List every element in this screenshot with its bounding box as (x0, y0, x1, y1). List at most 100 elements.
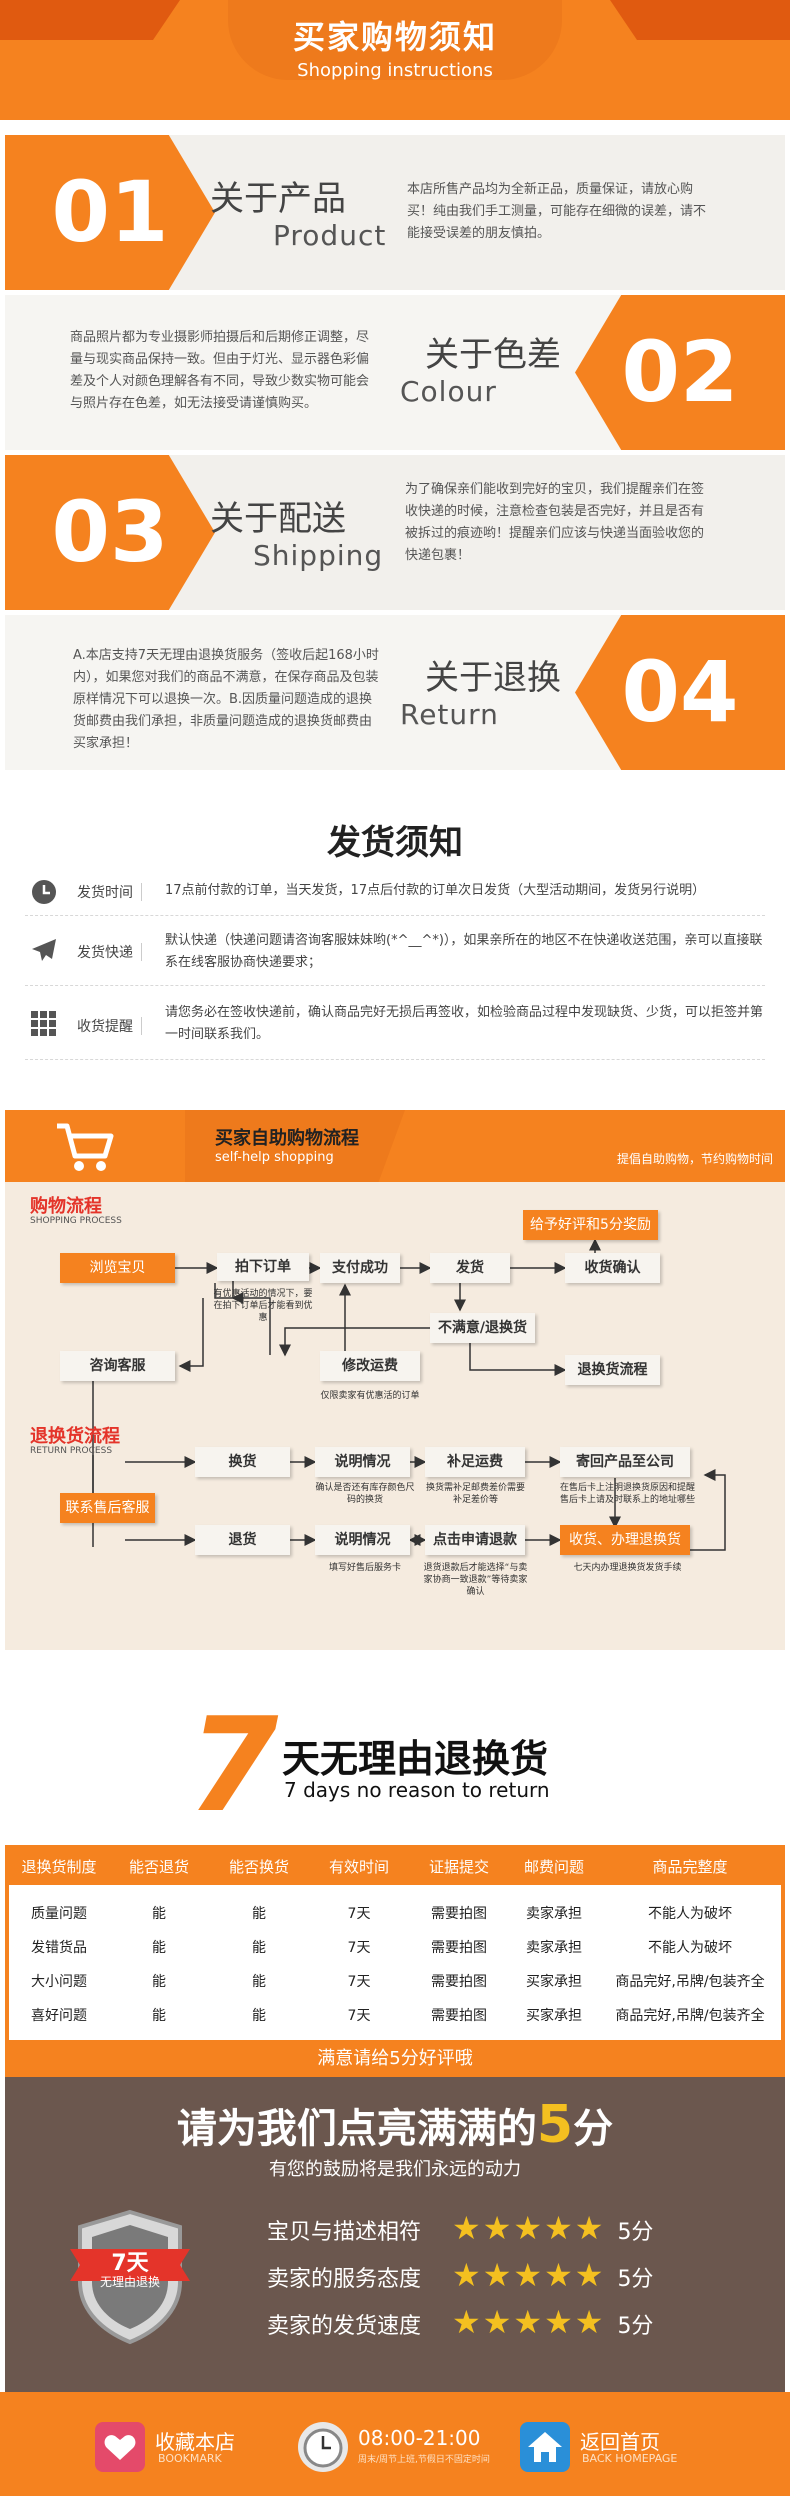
table-cell: 7天 (347, 1906, 371, 1922)
home-icon (528, 2432, 562, 2462)
table-cell: 需要拍图 (431, 1940, 487, 1956)
section-number: 03 (5, 455, 215, 610)
table-cell: 不能人为破坏 (648, 1940, 732, 1956)
star-icon: ★ (574, 2209, 604, 2247)
bookmark-button[interactable] (95, 2422, 145, 2472)
star-icon: ★ (452, 2209, 481, 2247)
shipping-row-express: 发货快递 默认快递（快递问题请咨询客服妹妹哟(*^__^*)），如果亲所在的地区… (25, 920, 765, 986)
node-pay: 支付成功 (320, 1253, 400, 1283)
rating-label: 卖家的发货速度 (267, 2314, 422, 2339)
table-cell: 喜好问题 (31, 2008, 87, 2024)
star-icon: ★ (513, 2256, 543, 2294)
table-cell: 能 (252, 1974, 266, 1990)
table-cell: 不能人为破坏 (648, 1906, 732, 1922)
shipping-text: 请您务必在签收快递前，确认商品完好无损后再签收，如检验商品过程中发现缺货、少货，… (165, 1005, 764, 1042)
table-cell: 能 (152, 1906, 166, 1922)
shield-badge: 7天 无理由退换 (70, 2207, 190, 2347)
bookmark-label[interactable]: 收藏本店 (155, 2430, 235, 2454)
node-postage: 补足运费 (425, 1447, 525, 1477)
table-cell: 7天 (347, 2008, 371, 2024)
shipping-text: 默认快递（快递问题请咨询客服妹妹哟(*^__^*)），如果亲所在的地区不在快递收… (165, 933, 763, 970)
star-icon: ★ (574, 2256, 604, 2294)
section-number: 02 (575, 295, 785, 450)
rating-title-b: 分 (573, 2106, 614, 2152)
return-process-title: 退换货流程 (30, 1426, 120, 1447)
process-title-tab (185, 1110, 405, 1182)
node-confirm: 收货确认 (565, 1253, 660, 1283)
shipping-title: 发货须知 (327, 823, 463, 863)
buy-process-subtitle: SHOPPING PROCESS (30, 1216, 122, 1226)
rating-row: 宝贝与描述相符★★★★★5分 (267, 2212, 767, 2252)
star-icon: ★ (544, 2256, 573, 2294)
node-modify-note: 仅限卖家有优惠活的订单 (320, 1391, 420, 1401)
header-wing-left (0, 0, 180, 40)
table-header-cell: 退换货制度 (9, 1849, 109, 1885)
process-slogan: 提倡自助购物，节约购物时间 (616, 1152, 773, 1166)
node-order: 拍下订单 (217, 1253, 309, 1281)
section-return: A.本店支持7天无理由退换货服务（签收后起168小时内），如果您对我们的商品不满… (5, 615, 785, 770)
node-apply-refund-note: 退货退款后才能选择“与卖家协商一致退款”等待卖家确认 (423, 1563, 528, 1597)
rating-score: 5分 (617, 2314, 654, 2339)
table-cell: 卖家承担 (526, 1940, 582, 1956)
table-cell: 需要拍图 (431, 1974, 487, 1990)
table-cell: 发错货品 (31, 1940, 87, 1956)
rating-title-a: 请为我们点亮满满的 (176, 2106, 537, 2152)
shipping-divider (141, 1017, 142, 1035)
table-cell: 质量问题 (31, 1906, 87, 1922)
star-icon: ★ (544, 2303, 573, 2341)
rating-row: 卖家的发货速度★★★★★5分 (267, 2306, 767, 2346)
shipping-divider (141, 883, 142, 901)
table-header-cell: 能否退货 (109, 1849, 209, 1885)
node-send-back: 寄回产品至公司 (560, 1447, 690, 1477)
node-return-flow: 退换货流程 (565, 1355, 660, 1385)
shield-icon (70, 2209, 190, 2345)
header-title: 买家购物须知 (292, 18, 497, 56)
flow-connectors (87, 1238, 726, 1551)
alarm-clock-face (303, 2428, 343, 2468)
table-header-cell: 有效时间 (309, 1849, 409, 1885)
section-subtitle: Shipping (253, 539, 384, 572)
section-subtitle: Product (273, 219, 387, 252)
star-icon: ★ (482, 2256, 512, 2294)
node-explain-2-note: 填写好售后服务卡 (328, 1563, 401, 1573)
table-cell: 能 (152, 2008, 166, 2024)
process-subtitle: self-help shopping (215, 1150, 334, 1165)
home-label[interactable]: 返回首页 (580, 2430, 660, 2454)
table-footer: 满意请给5分好评哦 (5, 2040, 785, 2077)
node-order-note: 有优惠活动的情况下，要在拍下订单后才能看到优惠 (213, 1289, 313, 1323)
node-unsatisfied: 不满意/退换货 (430, 1313, 535, 1343)
node-receive-note: 七天内办理退换货发货手续 (573, 1563, 682, 1573)
table-header-cell: 证据提交 (409, 1849, 509, 1885)
buy-process-title: 购物流程 (30, 1196, 102, 1217)
node-send-back-note: 在售后卡上注明退换货原因和提醒售后卡上请及时联系上的地址哪些 (560, 1483, 696, 1505)
page-footer: 收藏本店 BOOKMARK 08:00-21:00 周末/周节上班,节假日不固定… (0, 2392, 790, 2496)
header-wing-right (610, 0, 790, 40)
grid-icon (31, 1011, 56, 1036)
section-desc: 商品照片都为专业摄影师拍摄后和后期修正调整，尽量与现实商品保持一致。但由于灯光、… (70, 330, 370, 411)
node-browse: 浏览宝贝 (60, 1253, 175, 1283)
star-icon: ★ (482, 2209, 512, 2247)
process-title: 买家自助购物流程 (215, 1128, 359, 1149)
rating-subtitle: 有您的鼓励将是我们永远的动力 (269, 2159, 521, 2180)
rating-title: 请为我们点亮满满的5分 (5, 2095, 785, 2155)
star-icon: ★ (544, 2209, 573, 2247)
section-shipping: 03 关于配送 Shipping 为了确保亲们能收到完好的宝贝，我们提醒亲们在签… (5, 455, 785, 610)
airplane-icon (32, 939, 56, 961)
header-subtitle: Shopping instructions (297, 60, 493, 81)
node-review: 给予好评和5分奖励 (523, 1210, 658, 1240)
shipping-text: 17点前付款的订单，当天发货，17点后付款的订单次日发货（大型活动期间，发货另行… (165, 883, 706, 898)
service-hours: 08:00-21:00 (358, 2426, 481, 2450)
rating-panel: 请为我们点亮满满的5分 有您的鼓励将是我们永远的动力 7天 无理由退换 宝贝与描… (5, 2077, 785, 2392)
home-button[interactable] (520, 2422, 570, 2472)
table-header-cell: 邮费问题 (509, 1849, 599, 1885)
rating-title-num: 5 (536, 2095, 574, 2155)
shield-text-a: 7天 (111, 2251, 149, 2276)
shipping-row-receipt: 收货提醒 请您务必在签收快递前，确认商品完好无损后再签收，如检验商品过程中发现缺… (25, 990, 765, 1060)
shipping-divider (141, 943, 142, 961)
table-cell: 商品完好,吊牌/包装齐全 (615, 2008, 765, 2024)
rating-label: 卖家的服务态度 (267, 2267, 422, 2292)
table-header-cell: 商品完整度 (599, 1849, 781, 1885)
table-cell: 7天 (347, 1940, 371, 1956)
star-icon: ★ (574, 2303, 604, 2341)
node-modify: 修改运费 (320, 1351, 420, 1381)
